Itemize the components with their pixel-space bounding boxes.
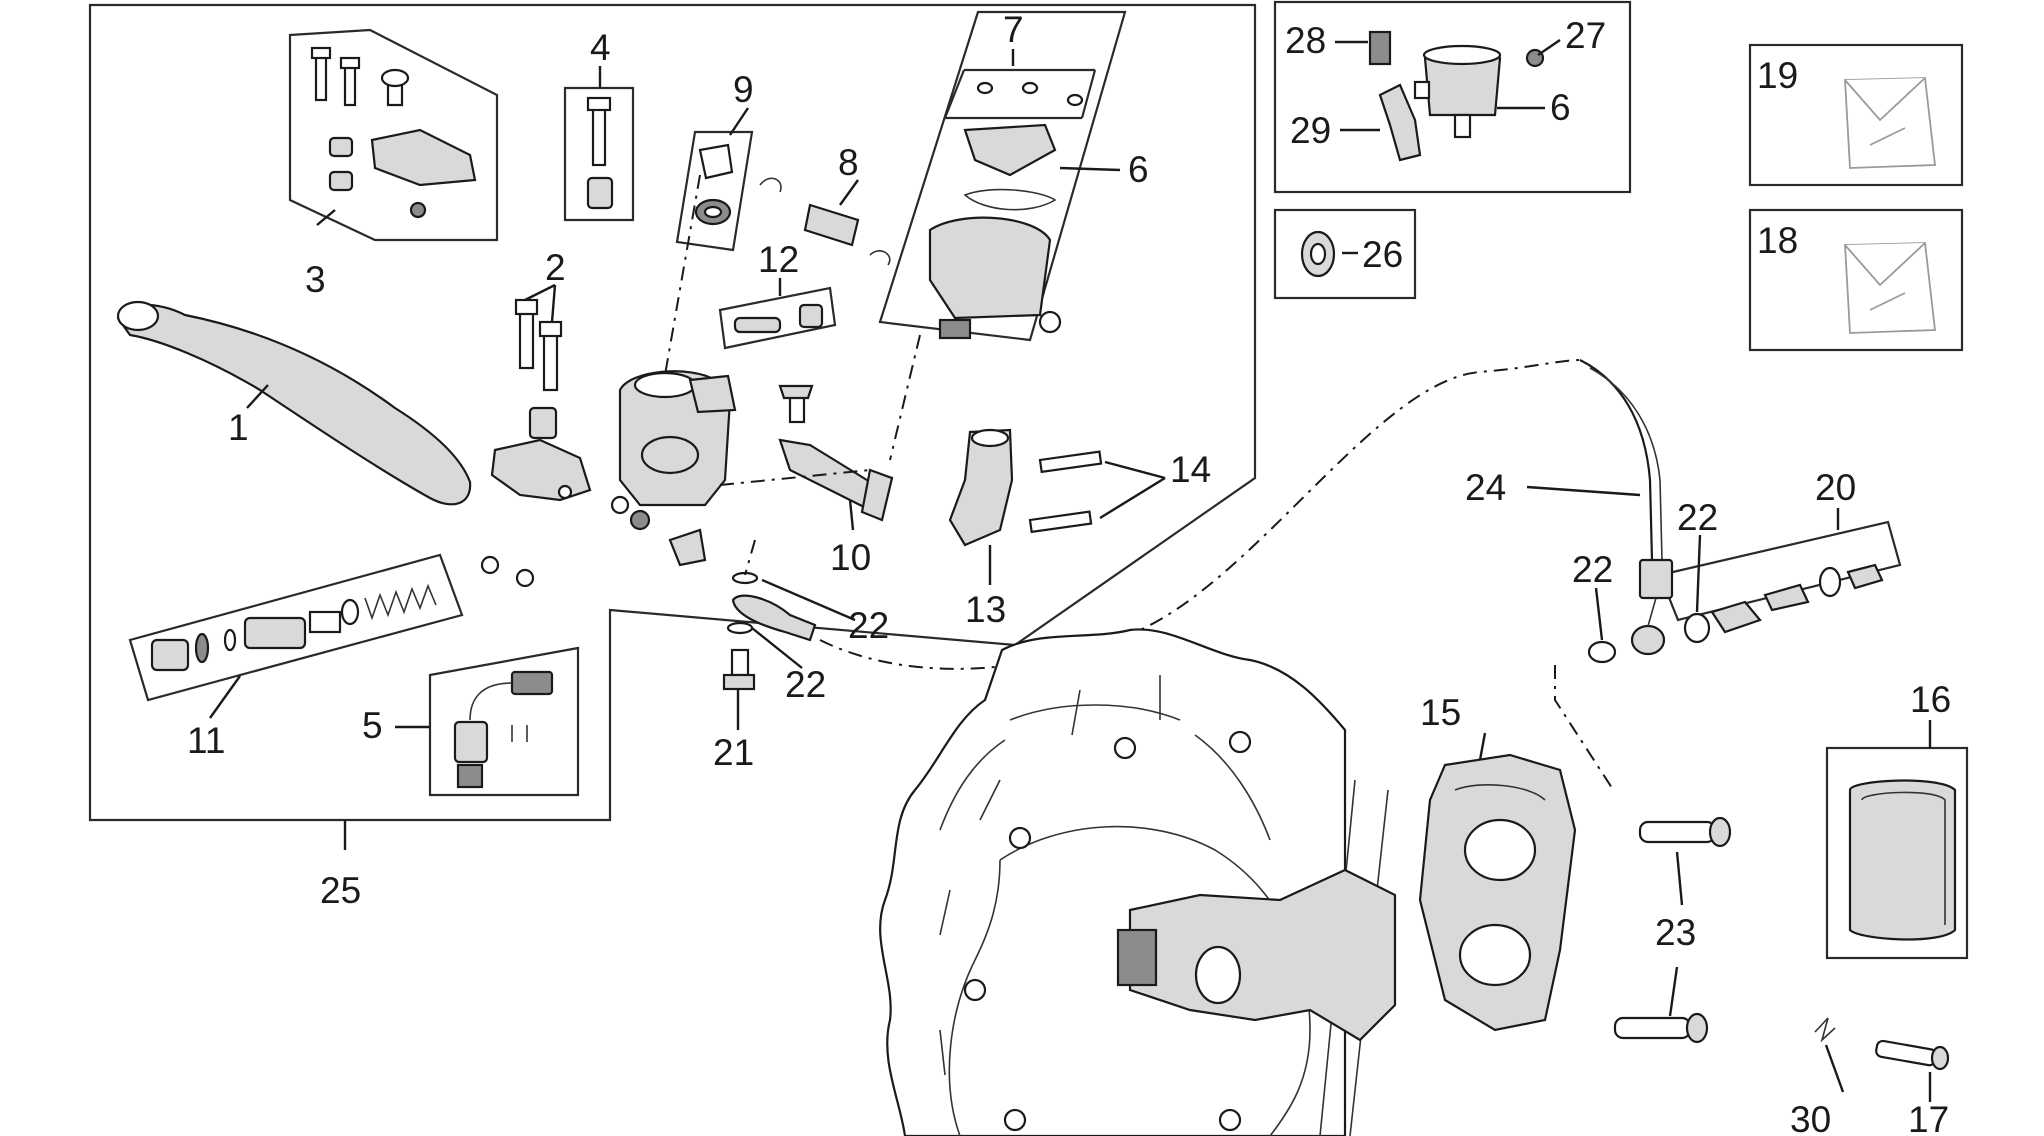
callout-7: 7 (1003, 9, 1024, 50)
callout-14: 14 (1170, 449, 1211, 490)
hose-fitting (1630, 558, 1674, 656)
group-box-7-6 (878, 10, 1127, 342)
bag-icon-18 (1844, 242, 1937, 334)
callout-22b: 22 (785, 664, 826, 705)
screws-2 (514, 298, 563, 440)
callout-12: 12 (758, 239, 799, 280)
screws-14 (1028, 450, 1103, 534)
hose-24 (1579, 359, 1654, 561)
callout-1: 1 (228, 407, 249, 448)
parts-3 (310, 46, 477, 219)
caliper-mount (1116, 868, 1397, 1042)
clamp-pin (557, 484, 573, 500)
fittings-20 (1710, 563, 1884, 634)
callout-3: 3 (305, 259, 326, 300)
callout-26: 26 (1362, 234, 1403, 275)
box-26 (1273, 208, 1417, 300)
clamp (490, 438, 592, 502)
reservoir-kit-parts (1368, 30, 1545, 162)
group-box-7-side (943, 69, 966, 119)
dash-master (664, 174, 701, 376)
callout-18: 18 (1757, 220, 1798, 261)
lever-1 (116, 303, 472, 506)
box-19 (1748, 43, 1964, 187)
leader-lines (209, 39, 1932, 1102)
callout-23: 23 (1655, 912, 1696, 953)
callout-16: 16 (1910, 679, 1951, 720)
callout-5: 5 (362, 705, 383, 746)
adjuster-8 (759, 177, 891, 266)
group-box-12 (718, 286, 837, 350)
brake-line (819, 359, 1581, 670)
washer-22 (1587, 640, 1617, 664)
callout-25: 25 (320, 870, 361, 911)
callout-27: 27 (1565, 15, 1606, 56)
hose-24-inner (1589, 367, 1663, 561)
pin-17 (1875, 1039, 1950, 1071)
callout-13: 13 (965, 589, 1006, 630)
dash-bolt (744, 539, 756, 576)
dash-caliper (1554, 665, 1613, 789)
callout-24: 24 (1465, 467, 1506, 508)
lever-knob (116, 300, 160, 332)
callout-17: 17 (1908, 1099, 1949, 1136)
clamp-13 (948, 428, 1014, 547)
bracket-10 (778, 384, 894, 522)
callout-22a: 22 (848, 605, 889, 646)
master-cylinder (610, 370, 737, 567)
callout-21: 21 (713, 732, 754, 773)
parts-4 (586, 96, 614, 210)
parts-12 (733, 303, 824, 334)
box-reservoir-kit (1273, 0, 1632, 194)
callout-2: 2 (545, 247, 566, 288)
box-16 (1825, 746, 1969, 960)
callout-30: 30 (1790, 1099, 1831, 1136)
clip-30 (1814, 1017, 1836, 1043)
switch-5 (453, 670, 554, 789)
piston-kit-11 (150, 555, 535, 672)
callout-28: 28 (1285, 20, 1326, 61)
callout-6a: 6 (1128, 149, 1149, 190)
group-box-11 (128, 553, 464, 702)
bag-icon-19 (1844, 77, 1937, 169)
callout-22c: 22 (1572, 549, 1613, 590)
callout-6b: 6 (1550, 87, 1571, 128)
brake-disc (879, 628, 1347, 1136)
callout-22d: 22 (1677, 497, 1718, 538)
pins-23 (1613, 816, 1732, 1044)
group-box-20 (1658, 520, 1902, 622)
washer-22b (1683, 612, 1711, 644)
callout-15: 15 (1420, 692, 1461, 733)
box-18 (1748, 208, 1964, 352)
group-box-5 (428, 646, 580, 797)
group-box-3 (288, 28, 499, 242)
caliper-15 (1418, 753, 1577, 1032)
callout-10: 10 (830, 537, 871, 578)
callout-4: 4 (590, 27, 611, 68)
group-box-7-side2 (1080, 69, 1097, 119)
callout-9: 9 (733, 69, 754, 110)
bushing-26 (1300, 230, 1336, 278)
callout-19: 19 (1757, 55, 1798, 96)
dash-10 (719, 469, 871, 486)
group-box-4 (563, 86, 635, 222)
fitting-9 (694, 143, 734, 226)
callout-20: 20 (1815, 467, 1856, 508)
reservoir-6 (928, 81, 1084, 340)
callout-11: 11 (187, 720, 225, 761)
dash-reservoir (889, 334, 921, 461)
callout-29: 29 (1290, 110, 1331, 151)
callout-8: 8 (838, 142, 859, 183)
pads-16 (1848, 779, 1957, 941)
